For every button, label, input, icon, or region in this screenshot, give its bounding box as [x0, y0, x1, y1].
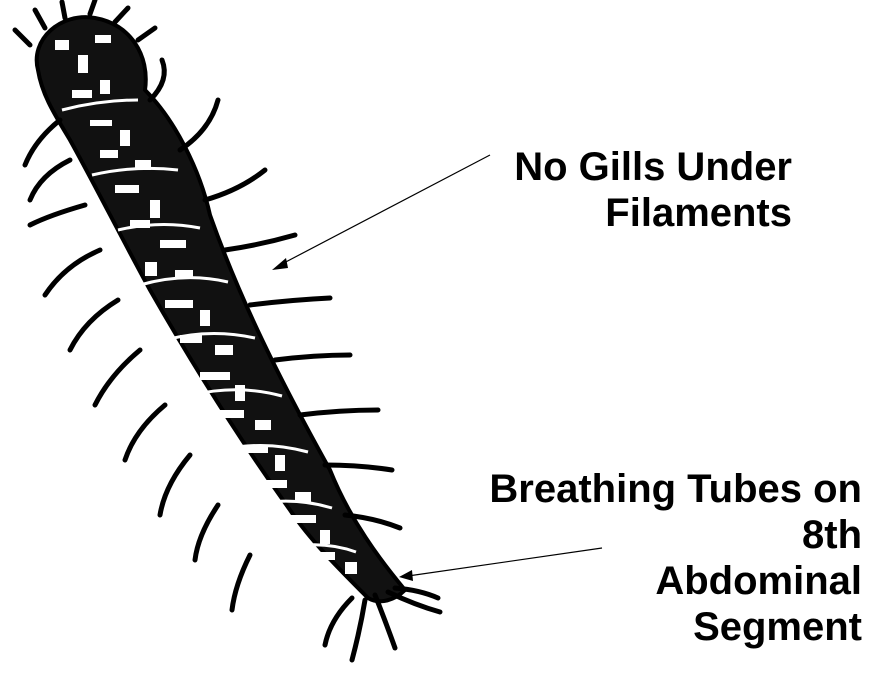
gills-label-line-1: No Gills Under	[514, 144, 792, 190]
gills-label-line-2: Filaments	[514, 190, 792, 236]
gills-pointer-line	[280, 155, 490, 265]
breathing-label-line-1: Breathing Tubes on	[489, 466, 862, 512]
breathing-label-line-4: Segment	[489, 604, 862, 650]
gills-arrowhead	[272, 258, 288, 270]
breathing-tubes-label: Breathing Tubes on 8th Abdominal Segment	[489, 466, 862, 650]
breathing-arrowhead	[399, 570, 413, 581]
breathing-label-line-3: Abdominal	[489, 558, 862, 604]
breathing-label-line-2: 8th	[489, 512, 862, 558]
gills-label: No Gills Under Filaments	[514, 144, 792, 236]
